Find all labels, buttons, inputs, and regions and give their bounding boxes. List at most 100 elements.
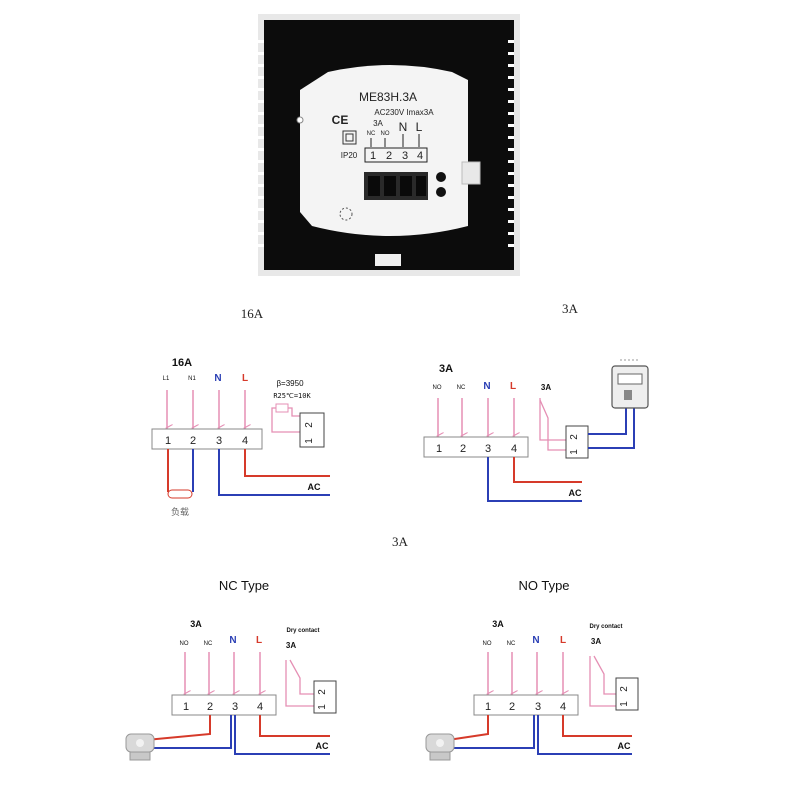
neutral-wire (487, 457, 582, 502)
device-relay-rating: 3A (373, 119, 383, 128)
dry-terminal: 2 (317, 689, 328, 695)
sensor-terminal: 1 (304, 438, 315, 444)
dry-terminal-block (615, 677, 639, 711)
label-no: NO (180, 641, 189, 647)
dry-terminal: 1 (619, 701, 630, 707)
mount-hole (436, 187, 446, 197)
terminal-number: 1 (165, 435, 171, 447)
label-no: NO (433, 385, 442, 391)
device-terminal: 3 (402, 150, 408, 162)
relay-rating: 3A (541, 383, 551, 392)
device-l-label: L (416, 120, 423, 134)
section-label-3a: 3A (562, 301, 579, 316)
neutral-wire (234, 715, 330, 755)
screw-terminal-block (364, 172, 428, 200)
label-l: L (510, 381, 516, 392)
dry-terminal: 2 (569, 434, 580, 440)
nc-type-title: 3A (190, 619, 202, 629)
relay-contact (593, 655, 616, 695)
terminal-number: 1 (183, 701, 189, 713)
terminal-number: 3 (232, 701, 238, 713)
ntc-sensor-icon (275, 403, 289, 413)
terminal-strip (423, 436, 529, 458)
device-no-label: NO (381, 131, 390, 137)
terminal-number: 4 (511, 443, 517, 455)
label-l: L (242, 373, 248, 384)
ac-label: AC (316, 741, 329, 751)
vent-slots-right (508, 40, 514, 247)
terminal-number: 3 (485, 443, 491, 455)
device-terminal: 1 (370, 150, 376, 162)
label-n: N (532, 635, 539, 646)
ac-label: AC (569, 488, 582, 498)
section-label-3a-middle: 3A (392, 534, 409, 549)
live-wire (244, 449, 330, 477)
screw-icon (339, 207, 353, 221)
label-nc: NC (507, 641, 516, 647)
diagram-16a: 16A L1 N1 N L 1 2 3 4 负载 AC β=3950 R25℃=… (151, 357, 330, 517)
label-no: NO (483, 641, 492, 647)
dry-terminal: 1 (569, 449, 580, 455)
load-icon (167, 489, 193, 499)
device-terminal-strip (364, 147, 428, 163)
nc-type-heading: NC Type (219, 578, 269, 593)
dry-contact-label: Dry contact (286, 628, 319, 634)
dry-terminal: 1 (317, 704, 328, 710)
diagram-16a-title: 16A (172, 357, 192, 369)
thermostat-back-panel: ME83H.3A CE AC230V Imax3A 3A NC NO N L I… (258, 14, 520, 276)
terminal-number: 4 (257, 701, 263, 713)
device-n-label: N (399, 120, 408, 134)
section-label-16a: 16A (241, 306, 264, 321)
diagram-nc-type: NC Type 3A NO NC N L 1 2 3 4 AC Dry cont… (125, 578, 337, 761)
double-insulation-icon (342, 130, 357, 145)
no-type-heading: NO Type (518, 578, 569, 593)
neutral-wire (537, 715, 632, 755)
device-terminal: 2 (386, 150, 392, 162)
live-wire (259, 715, 330, 737)
device-rating: AC230V Imax3A (374, 108, 434, 117)
dry-terminal-block (313, 680, 337, 714)
device-terminal: 4 (417, 150, 423, 162)
terminal-number: 1 (436, 443, 442, 455)
label-n: N (229, 635, 236, 646)
ac-label: AC (308, 482, 321, 492)
device-model: ME83H.3A (359, 90, 417, 104)
valve-actuator-icon (125, 733, 155, 761)
terminal-number: 3 (535, 701, 541, 713)
label-l1: L1 (163, 376, 170, 382)
label-n1: N1 (188, 376, 196, 382)
sensor-terminal: 2 (304, 422, 315, 428)
vent-slots-left (258, 40, 264, 247)
terminal-number: 4 (242, 435, 248, 447)
neutral-wire (218, 449, 330, 496)
sensor-terminal-block (299, 412, 325, 448)
dry-contact-label: Dry contact (589, 624, 622, 630)
relay-rating: 3A (286, 641, 296, 650)
terminal-strip (473, 694, 579, 716)
live-wire (513, 457, 582, 483)
beta-value: β=3950 (276, 379, 304, 388)
terminal-number: 3 (216, 435, 222, 447)
dry-terminal: 2 (619, 686, 630, 692)
dry-terminal-block (565, 425, 589, 459)
relay-contact (289, 659, 314, 695)
ce-mark: CE (332, 113, 349, 127)
terminal-number: 2 (509, 701, 515, 713)
device-ip-rating: IP20 (341, 151, 358, 160)
label-n: N (214, 373, 221, 384)
relay-rating: 3A (591, 637, 601, 646)
label-l: L (256, 635, 262, 646)
terminal-number: 2 (460, 443, 466, 455)
terminal-number: 4 (560, 701, 566, 713)
no-type-title: 3A (492, 619, 504, 629)
mount-hole (436, 172, 446, 182)
terminal-number: 2 (207, 701, 213, 713)
diagram-no-type: NO Type 3A NO NC N L 1 2 3 4 AC Dry cont… (425, 578, 639, 761)
boiler-icon (611, 359, 649, 409)
diagram-3a-boiler: 3A NO NC N L 1 2 3 4 AC 3A 2 1 (423, 359, 649, 502)
label-n: N (483, 381, 490, 392)
label-nc: NC (204, 641, 213, 647)
relay-contact (539, 399, 566, 451)
load-label: 负载 (171, 506, 189, 517)
